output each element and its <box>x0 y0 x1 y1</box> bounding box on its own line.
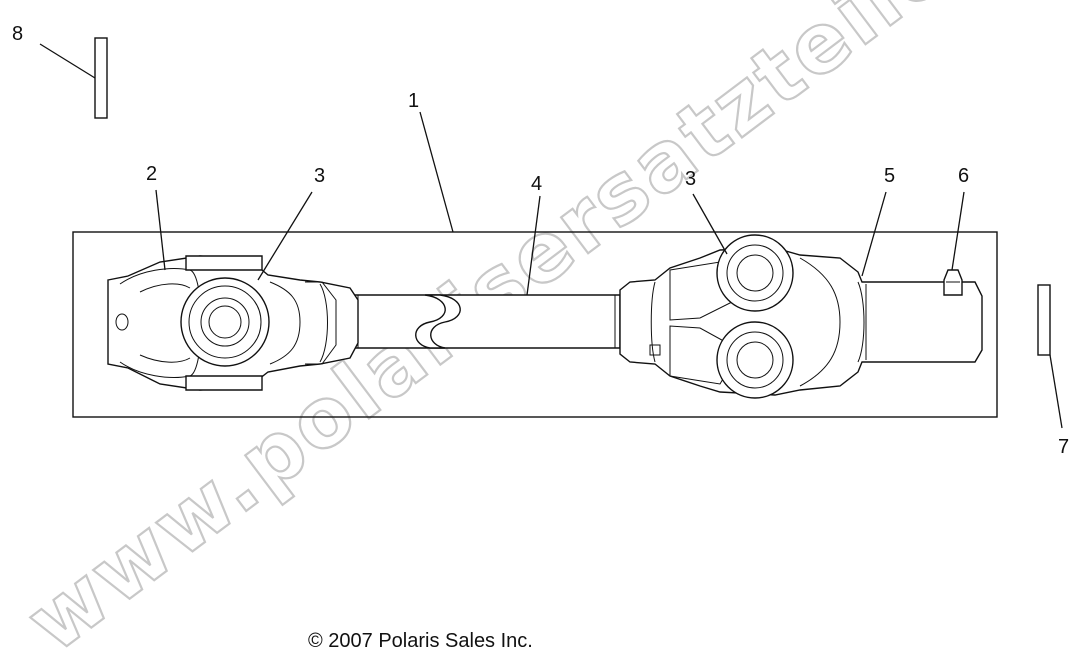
part-7-shim <box>1037 284 1051 356</box>
leader-lines <box>39 43 1063 429</box>
part-6-grease-fitting <box>943 269 963 296</box>
part-3-left-cross <box>180 277 270 367</box>
callout-8: 8 <box>12 23 23 45</box>
callout-5: 5 <box>884 165 895 187</box>
callout-7: 7 <box>1058 436 1069 458</box>
part-4-shaft-tube <box>354 294 621 349</box>
callout-2: 2 <box>146 163 157 185</box>
part-8-shim <box>94 37 108 119</box>
callout-4: 4 <box>531 173 542 195</box>
callout-3-right: 3 <box>685 168 696 190</box>
callout-3-left: 3 <box>314 165 325 187</box>
callout-6: 6 <box>958 165 969 187</box>
callouts: 8 1 2 3 4 3 5 6 7 <box>12 23 1069 458</box>
copyright-notice: © 2007 Polaris Sales Inc. <box>308 630 533 652</box>
callout-1: 1 <box>408 90 419 112</box>
part-5-right-yoke <box>619 234 983 399</box>
